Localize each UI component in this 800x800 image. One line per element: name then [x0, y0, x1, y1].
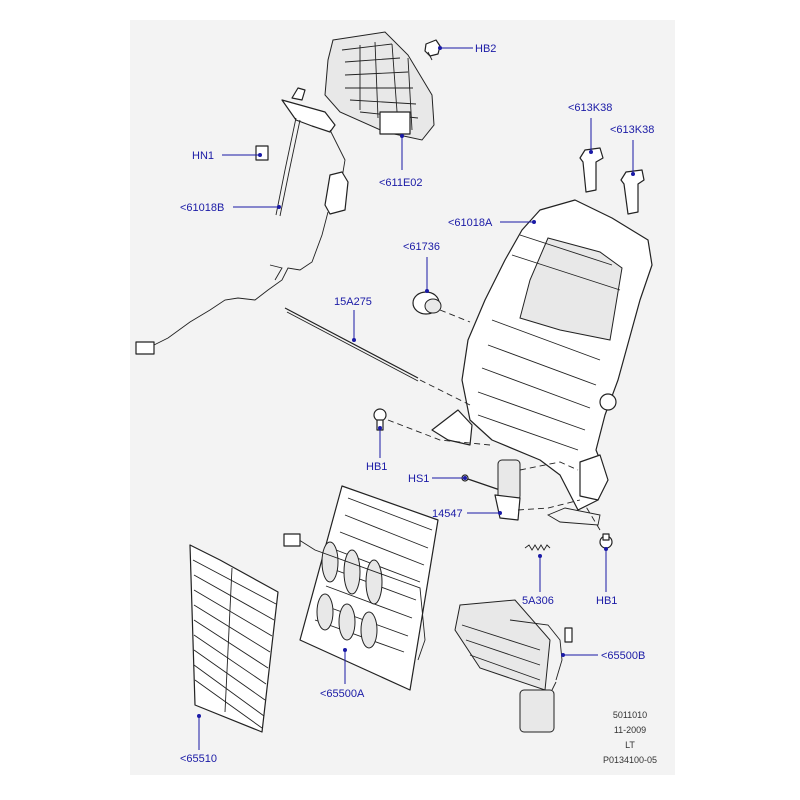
- suspension-mat: [189, 544, 279, 733]
- callout-14547: 14547: [432, 508, 463, 520]
- callout-5a306: 5A306: [522, 595, 554, 607]
- ref-language: LT: [625, 740, 635, 750]
- callout-61018b: <61018B: [180, 202, 224, 214]
- callout-hb1-left: HB1: [366, 461, 387, 473]
- callout-hn1: HN1: [192, 150, 214, 162]
- hb2-bolt: [424, 39, 441, 61]
- lumbar-pump-assembly: [454, 599, 573, 733]
- callout-613k38-right: <613K38: [610, 124, 654, 136]
- leaders: [197, 46, 635, 750]
- callout-hs1: HS1: [408, 473, 429, 485]
- head-restraint-guide-1: [579, 147, 604, 193]
- seat-back-frame: [431, 199, 653, 511]
- callout-61018a: <61018A: [448, 217, 493, 229]
- ref-code: 5011010: [613, 710, 647, 720]
- callout-611e02: <611E02: [379, 177, 423, 189]
- ref-date: 11-2009: [614, 725, 646, 735]
- callout-15a275: 15A275: [334, 296, 372, 308]
- callout-65500a: <65500A: [320, 688, 365, 700]
- recline-knob: [412, 291, 471, 323]
- callout-61736: <61736: [403, 241, 440, 253]
- callout-65510: <65510: [180, 753, 217, 765]
- ref-illustration-id: P0134100-05: [603, 755, 657, 765]
- link-bracket: [546, 507, 601, 526]
- lumbar-control-module: [324, 31, 435, 141]
- hb1-bolt-right: [584, 504, 613, 549]
- head-restraint-guide-2: [620, 169, 645, 215]
- lumbar-support-assembly: [283, 485, 439, 691]
- hn1-clip: [255, 145, 269, 161]
- callout-hb1-right: HB1: [596, 595, 617, 607]
- spring: [524, 544, 551, 551]
- callout-65500b: <65500B: [601, 650, 645, 662]
- rod: [284, 307, 471, 406]
- callout-hb2: HB2: [475, 43, 496, 55]
- callout-613k38-left: <613K38: [568, 102, 612, 114]
- hb1-bolt-left: [373, 408, 491, 446]
- seat-back-harness: [135, 87, 349, 355]
